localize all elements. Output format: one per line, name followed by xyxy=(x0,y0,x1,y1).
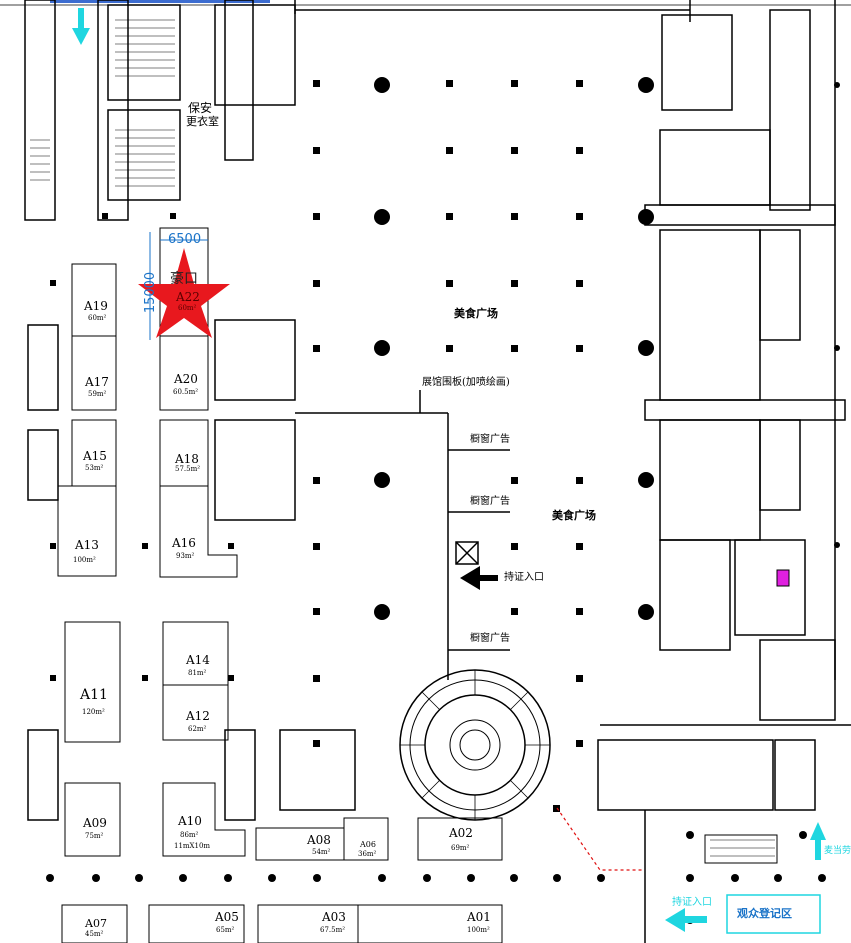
food-plaza-label-2: 美食广场 xyxy=(552,509,596,522)
pass-entrance-label: 持证入口 xyxy=(504,572,544,583)
stall-A07: A07 xyxy=(85,917,107,930)
pass-entrance-bottom-label: 持证入口 xyxy=(672,897,712,908)
hall-board-note: 展馆围板(加喷绘画) xyxy=(422,377,510,388)
window-ad-3: 橱窗广告 xyxy=(470,633,510,644)
stall-A11: A11 xyxy=(80,687,108,703)
stall-A13-area: 100m² xyxy=(73,556,96,564)
stall-A10-area: 86m² xyxy=(180,831,199,839)
stall-A14: A14 xyxy=(186,653,210,667)
stall-A08: A08 xyxy=(307,833,331,847)
registration-label: 观众登记区 xyxy=(737,907,792,920)
stall-A19: A19 xyxy=(84,299,108,313)
stall-A15: A15 xyxy=(83,449,107,463)
food-plaza-label-1: 美食广场 xyxy=(454,307,498,320)
stall-A10: A10 xyxy=(178,814,202,828)
partitions xyxy=(295,390,510,680)
stall-A03: A03 xyxy=(322,910,346,924)
location-star-icon xyxy=(138,248,230,338)
dim-height-label: 15000 xyxy=(143,271,159,314)
stall-A01-area: 100m² xyxy=(467,926,490,934)
stall-A01: A01 xyxy=(467,910,491,924)
stall-A09: A09 xyxy=(83,816,107,830)
stall-A02-area: 69m² xyxy=(451,844,470,852)
stall-A17: A17 xyxy=(85,375,109,389)
stall-A16-area: 93m² xyxy=(176,552,195,560)
stall-A16: A16 xyxy=(172,536,196,550)
stall-A20-area: 60.5m² xyxy=(173,388,199,396)
stall-A22-area: 60m² xyxy=(178,304,197,312)
stall-A18: A18 xyxy=(175,452,199,466)
window-ad-2: 橱窗广告 xyxy=(470,496,510,507)
stall-A15-area: 53m² xyxy=(85,464,104,472)
security-room-label-2: 更衣室 xyxy=(186,115,219,128)
dim-width-label: 6500 xyxy=(168,232,202,247)
stall-A22: A22 xyxy=(176,290,200,304)
stall-A12: A12 xyxy=(186,709,210,723)
stall-A05-area: 65m² xyxy=(216,926,235,934)
mcd-entrance-label: 麦当劳 xyxy=(824,846,851,856)
arrows xyxy=(72,8,826,932)
building-walls xyxy=(0,0,851,680)
stall-A12-area: 62m² xyxy=(188,725,207,733)
stall-A09-area: 75m² xyxy=(85,832,104,840)
registration-box xyxy=(726,894,821,934)
stall-A13: A13 xyxy=(75,538,99,552)
columns xyxy=(46,77,840,924)
stall-A03-area: 67.5m² xyxy=(320,926,346,934)
stall-A11-area: 120m² xyxy=(82,708,105,716)
left-rooms xyxy=(27,319,356,821)
stall-boxes xyxy=(57,227,503,943)
red-route xyxy=(556,807,645,871)
stall-A17-area: 59m² xyxy=(88,390,107,398)
stall-A10-size: 11mX10m xyxy=(174,842,211,850)
accent-box xyxy=(776,569,790,587)
stall-A20: A20 xyxy=(174,372,198,386)
circle-spokes xyxy=(400,670,550,820)
star-label: 豪口 xyxy=(170,271,198,287)
stall-A08-area: 54m² xyxy=(312,848,331,856)
window-ad-1: 橱窗广告 xyxy=(470,434,510,445)
stall-A19-area: 60m² xyxy=(88,314,107,322)
stall-A07-area: 45m² xyxy=(85,930,104,938)
security-room-label: 保安 xyxy=(188,101,213,115)
left-arrow-icon xyxy=(665,908,685,932)
entry-arrow-icon xyxy=(460,566,480,590)
right-rooms xyxy=(597,129,851,811)
stall-A02: A02 xyxy=(449,826,473,840)
stall-A14-area: 81m² xyxy=(188,669,207,677)
top-bar xyxy=(50,0,270,3)
down-arrow-icon xyxy=(72,28,90,45)
stall-A06-area: 36m² xyxy=(358,850,377,858)
stall-A05: A05 xyxy=(215,910,239,924)
stall-A06: A06 xyxy=(360,840,376,849)
stairs xyxy=(30,19,775,857)
up-arrow-icon xyxy=(810,822,826,840)
stall-A18-area: 57.5m² xyxy=(175,465,201,473)
